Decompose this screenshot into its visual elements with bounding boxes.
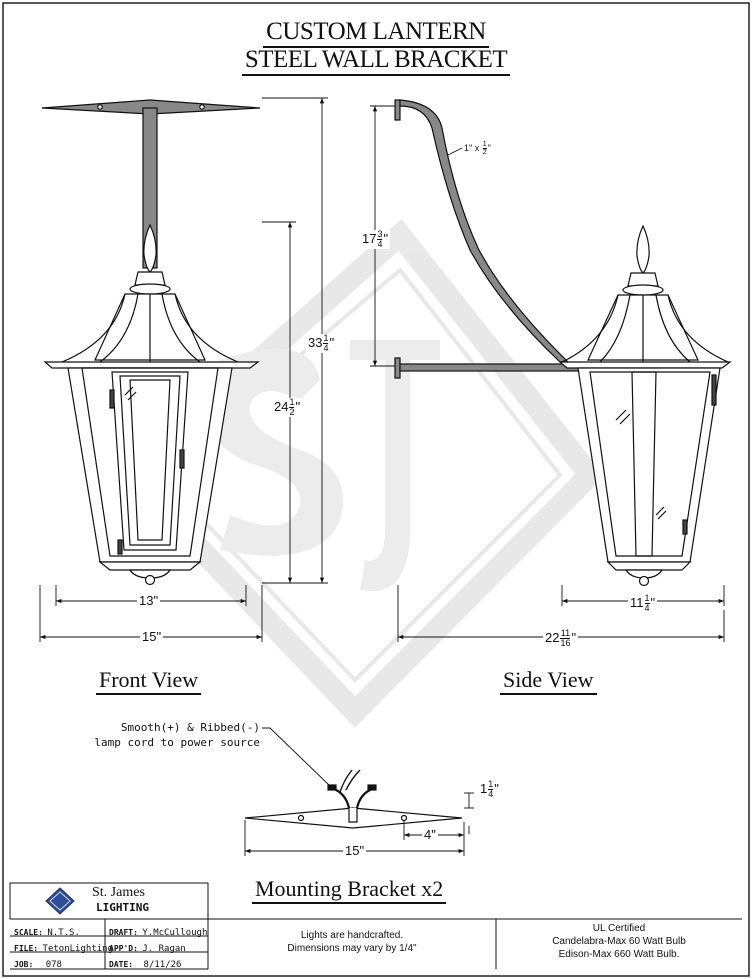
drawing-title-line2: STEEL WALL BRACKET xyxy=(0,46,752,76)
side-view-drawing xyxy=(394,99,732,587)
company-subtitle: LIGHTING xyxy=(96,901,149,914)
handcrafted-line2: Dimensions may vary by 1/4" xyxy=(287,943,417,954)
dim-body-width: 13" xyxy=(137,593,161,608)
lamp-cord-note: Smooth(+) & Ribbed(-) lamp cord to power… xyxy=(60,720,260,750)
tb-row-job: JOB: 078 xyxy=(14,960,62,970)
tb-row-file: FILE: TetonLighting xyxy=(14,944,113,954)
handcrafted-line1: Lights are handcrafted. xyxy=(300,930,404,941)
dim-bracket-hole-offset: 4" xyxy=(422,827,438,842)
ul-certified-note: UL Certified Candelabra-Max 60 Watt Bulb… xyxy=(496,922,742,961)
front-view-label: Front View xyxy=(96,667,202,695)
ul-line3: Edison-Max 660 Watt Bulb. xyxy=(558,949,680,960)
lamp-cord-note-line1: Smooth(+) & Ribbed(-) xyxy=(120,721,260,734)
tb-row-scale: SCALE: N.T.S. xyxy=(14,928,80,938)
dim-overall-width: 15" xyxy=(140,629,164,644)
lamp-cord-note-line2: lamp cord to power source xyxy=(94,736,260,749)
handcrafted-note: Lights are handcrafted. Dimensions may v… xyxy=(208,929,496,955)
front-view-drawing xyxy=(41,99,261,586)
tb-row-approved: APP'D: J. Ragan xyxy=(109,944,186,954)
title-block-frame xyxy=(9,882,742,970)
dim-bracket-width: 15" xyxy=(343,843,367,858)
side-view-label: Side View xyxy=(500,667,597,695)
drawing-title-line1: CUSTOM LANTERN xyxy=(0,18,752,48)
tb-row-draft: DRAFT: Y.McCullough xyxy=(109,928,208,938)
ul-line1: UL Certified xyxy=(592,923,646,934)
mounting-bracket-label: Mounting Bracket x2 xyxy=(252,876,447,904)
ul-line2: Candelabra-Max 60 Watt Bulb xyxy=(552,936,686,947)
company-logo-icon xyxy=(45,887,75,915)
company-name: St. James xyxy=(92,885,145,900)
mounting-bracket-drawing xyxy=(244,727,463,829)
tb-row-date: DATE: 8/11/26 xyxy=(109,960,182,970)
